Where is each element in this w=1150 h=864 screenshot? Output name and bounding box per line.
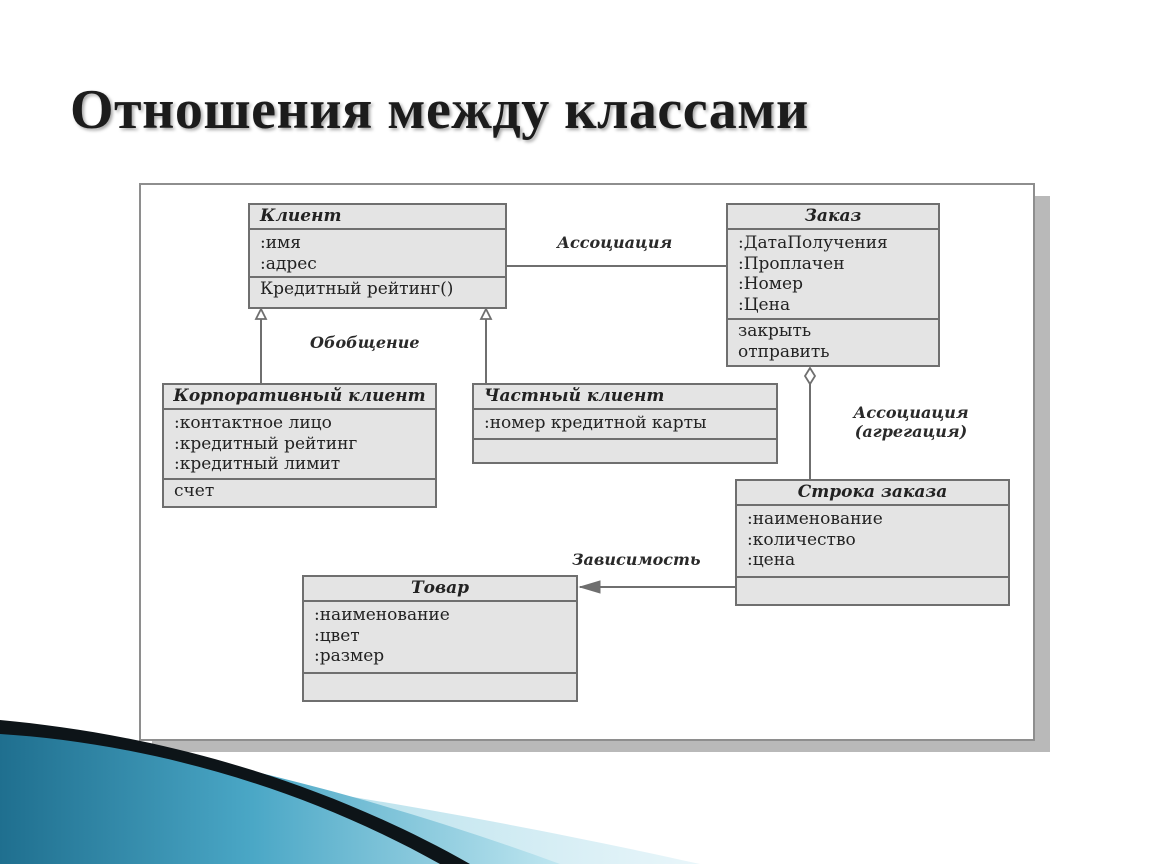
class-order-attributes: :ДатаПолучения :Проплачен :Номер :Цена [728, 230, 938, 320]
class-product: Товар :наименование :цвет :размер [302, 575, 578, 702]
attribute: :Цена [738, 294, 791, 315]
decorative-wave [0, 720, 700, 864]
class-order: Заказ :ДатаПолучения :Проплачен :Номер :… [726, 203, 940, 367]
operation: закрыть [738, 321, 812, 341]
attribute: :размер [314, 646, 385, 666]
class-client-attributes: :имя :адрес [250, 230, 505, 278]
class-order-line-name: Строка заказа [737, 481, 1008, 506]
generalization-label: Обобщение [310, 333, 420, 352]
generalization-arrow-corporate [254, 306, 268, 320]
class-corporate-client: Корпоративный клиент :контактное лицо :к… [162, 383, 437, 508]
class-order-line: Строка заказа :наименование :количество … [735, 479, 1010, 606]
slide-title: Отношения между классами [70, 79, 809, 141]
attribute: :Номер [738, 274, 803, 294]
operation: отправить [738, 341, 830, 362]
operation: Кредитный рейтинг() [260, 279, 454, 299]
attribute: :цвет [314, 625, 360, 646]
class-product-name: Товар [304, 577, 576, 602]
class-client: Клиент :имя :адрес Кредитный рейтинг() [248, 203, 507, 309]
dependency-arrow [578, 580, 601, 594]
aggregation-label-line1: Ассоциация [853, 403, 969, 422]
attribute: :кредитный рейтинг [174, 433, 358, 454]
wave-dark-stroke [0, 720, 470, 864]
class-corporate-client-name: Корпоративный клиент [164, 385, 435, 410]
class-order-line-attributes: :наименование :количество :цена [737, 506, 1008, 578]
attribute: :Проплачен [738, 253, 845, 274]
attribute: :имя [260, 233, 302, 253]
dependency-label: Зависимость [572, 550, 701, 569]
attribute: :кредитный лимит [174, 454, 341, 474]
class-private-client-operations [474, 440, 776, 441]
class-product-attributes: :наименование :цвет :размер [304, 602, 576, 674]
attribute: :цена [747, 550, 796, 570]
attribute: :адрес [260, 253, 317, 274]
class-order-line-operations [737, 578, 1008, 579]
class-corporate-client-operations: счет [164, 480, 435, 502]
class-product-operations [304, 674, 576, 675]
attribute: :ДатаПолучения [738, 233, 888, 253]
class-client-operations: Кредитный рейтинг() [250, 278, 505, 300]
aggregation-label: Ассоциация (агрегация) [846, 403, 976, 441]
class-order-name: Заказ [728, 205, 938, 230]
association-label: Ассоциация [557, 233, 673, 252]
class-client-name: Клиент [250, 205, 505, 230]
attribute: :контактное лицо [174, 413, 332, 433]
attribute: :наименование [747, 509, 883, 529]
attribute: :количество [747, 529, 856, 550]
aggregation-diamond [803, 366, 817, 386]
attribute: :номер кредитной карты [484, 413, 707, 433]
operation: счет [174, 481, 215, 501]
class-corporate-client-attributes: :контактное лицо :кредитный рейтинг :кре… [164, 410, 435, 480]
class-order-operations: закрыть отправить [728, 320, 938, 362]
class-private-client-name: Частный клиент [474, 385, 776, 410]
class-private-client-attributes: :номер кредитной карты [474, 410, 776, 440]
generalization-arrow-private [479, 306, 493, 320]
attribute: :наименование [314, 605, 450, 625]
aggregation-label-line2: (агрегация) [854, 422, 968, 441]
class-private-client: Частный клиент :номер кредитной карты [472, 383, 778, 464]
wave-blue-band [0, 728, 560, 864]
